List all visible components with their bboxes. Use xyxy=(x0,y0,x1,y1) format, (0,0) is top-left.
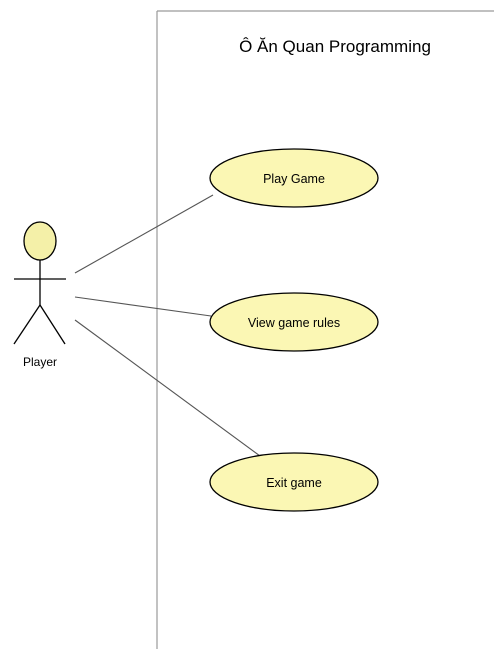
actor-head xyxy=(23,221,57,261)
actor-right-leg xyxy=(39,304,66,345)
system-boundary xyxy=(156,10,494,649)
system-title: Ô Ăn Quan Programming xyxy=(239,37,431,56)
usecase-view-game-rules: View game rules xyxy=(209,292,379,352)
usecase-view-game-rules-shape xyxy=(209,292,379,352)
actor-player: Player xyxy=(13,221,66,369)
association-play-game xyxy=(74,194,214,274)
usecase-play-game-label: Play Game xyxy=(263,172,325,186)
association-view-game-rules xyxy=(74,296,212,317)
actor-left-leg xyxy=(13,304,41,345)
actor-label: Player xyxy=(23,355,57,369)
usecase-exit-game: Exit game xyxy=(209,452,379,512)
usecase-play-game-shape xyxy=(209,148,379,208)
association-exit-game xyxy=(74,319,261,457)
associations xyxy=(74,194,261,457)
usecase-exit-game-label: Exit game xyxy=(266,476,322,490)
usecase-exit-game-shape xyxy=(209,452,379,512)
usecase-play-game: Play Game xyxy=(209,148,379,208)
usecase-view-game-rules-label: View game rules xyxy=(248,316,340,330)
